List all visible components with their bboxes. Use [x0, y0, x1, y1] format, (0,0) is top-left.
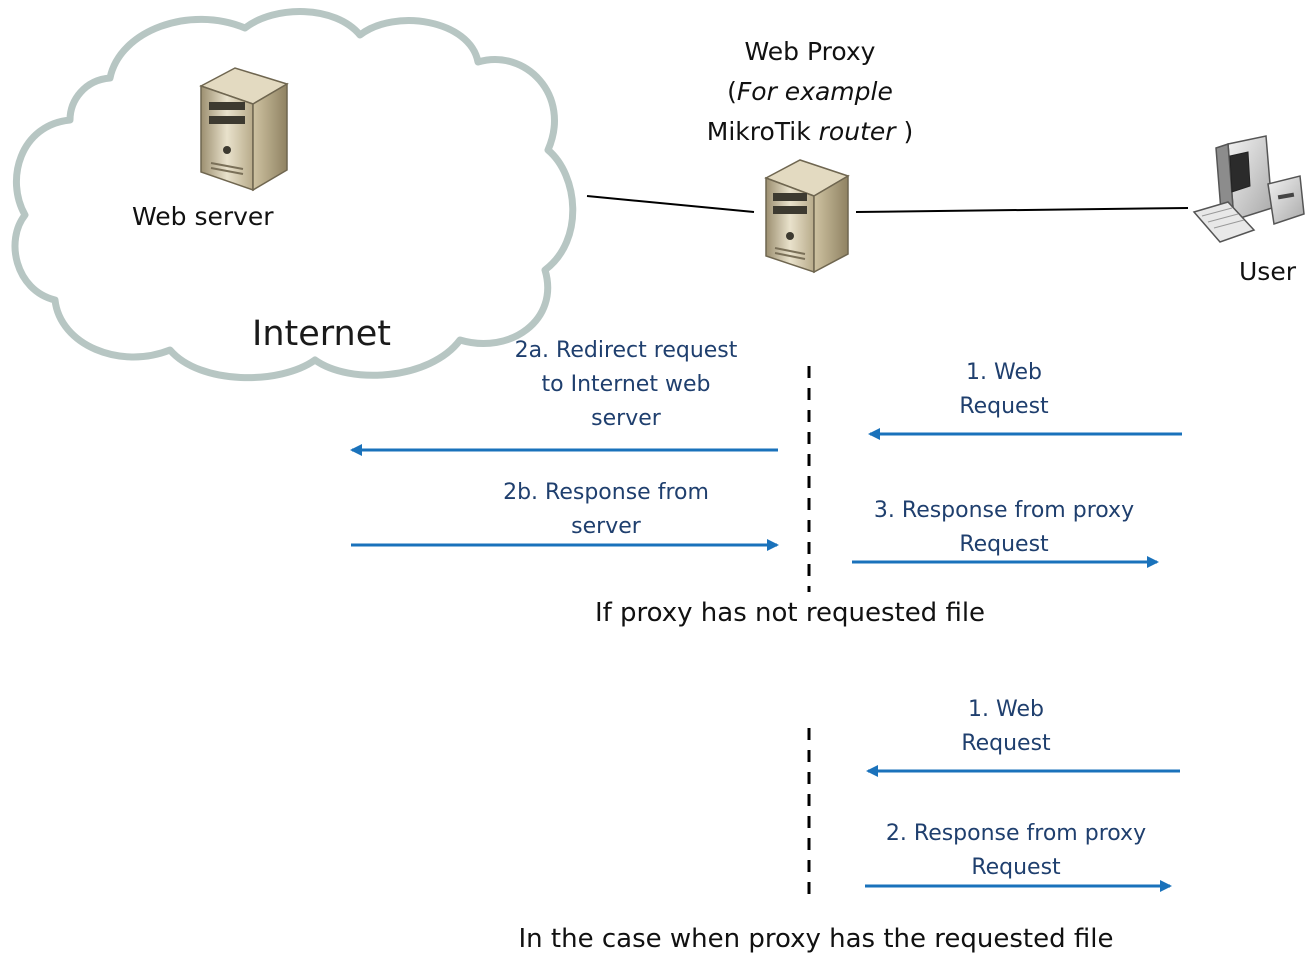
proxy-example-line: (For example: [640, 72, 980, 112]
proxy-title: Web Proxy: [744, 37, 876, 66]
step-2a-line1: 2a. Redirect request: [514, 338, 738, 363]
link-cloud-to-proxy: [586, 195, 755, 213]
step-1-label: 1. Web Request: [904, 356, 1104, 424]
step-3-line2: Request: [959, 532, 1049, 557]
caption-not-cached: If proxy has not requested file: [594, 598, 986, 628]
proxy-mikrotik: MikroTik: [706, 117, 811, 146]
step-2b-line2: server: [571, 514, 641, 539]
proxy-router: router: [818, 117, 896, 146]
step-2-cached-line1: 2. Response from proxy: [885, 821, 1147, 846]
user-label: User: [1239, 257, 1296, 286]
web-server-icon: [199, 67, 289, 192]
web-server-label: Web server: [132, 202, 274, 231]
proxy-router-line: MikroTik router ): [640, 112, 980, 152]
step-2a-label: 2a. Redirect request to Internet web ser…: [476, 334, 776, 436]
step-1-cached-line2: Request: [961, 731, 1051, 756]
step-1-cached-line1: 1. Web: [968, 697, 1044, 722]
internet-label: Internet: [252, 314, 391, 354]
proxy-for-example: For example: [736, 77, 893, 106]
step-2a-line2: to Internet web: [541, 372, 711, 397]
step-2b-line1: 2b. Response from: [503, 480, 709, 505]
step-3-line1: 3. Response from proxy: [873, 498, 1135, 523]
step-1-line1: 1. Web: [966, 360, 1042, 385]
link-proxy-to-user: [855, 207, 1189, 213]
user-computer-icon: [1192, 135, 1305, 243]
internet-cloud: [11, 8, 577, 382]
caption-cached: In the case when proxy has the requested…: [518, 924, 1114, 954]
proxy-open-paren: (: [727, 77, 737, 106]
proxy-server-icon: [764, 159, 850, 274]
step-1-line2: Request: [959, 394, 1049, 419]
step-2b-label: 2b. Response from server: [456, 476, 756, 544]
step-3-label: 3. Response from proxy Request: [844, 494, 1164, 562]
step-2-cached-line2: Request: [971, 855, 1061, 880]
proxy-close-paren: ): [895, 117, 914, 146]
step-2-cached-label: 2. Response from proxy Request: [856, 817, 1176, 885]
step-1-cached-label: 1. Web Request: [906, 693, 1106, 761]
proxy-label: Web Proxy (For example MikroTik router ): [640, 32, 980, 152]
step-2a-line3: server: [591, 406, 661, 431]
